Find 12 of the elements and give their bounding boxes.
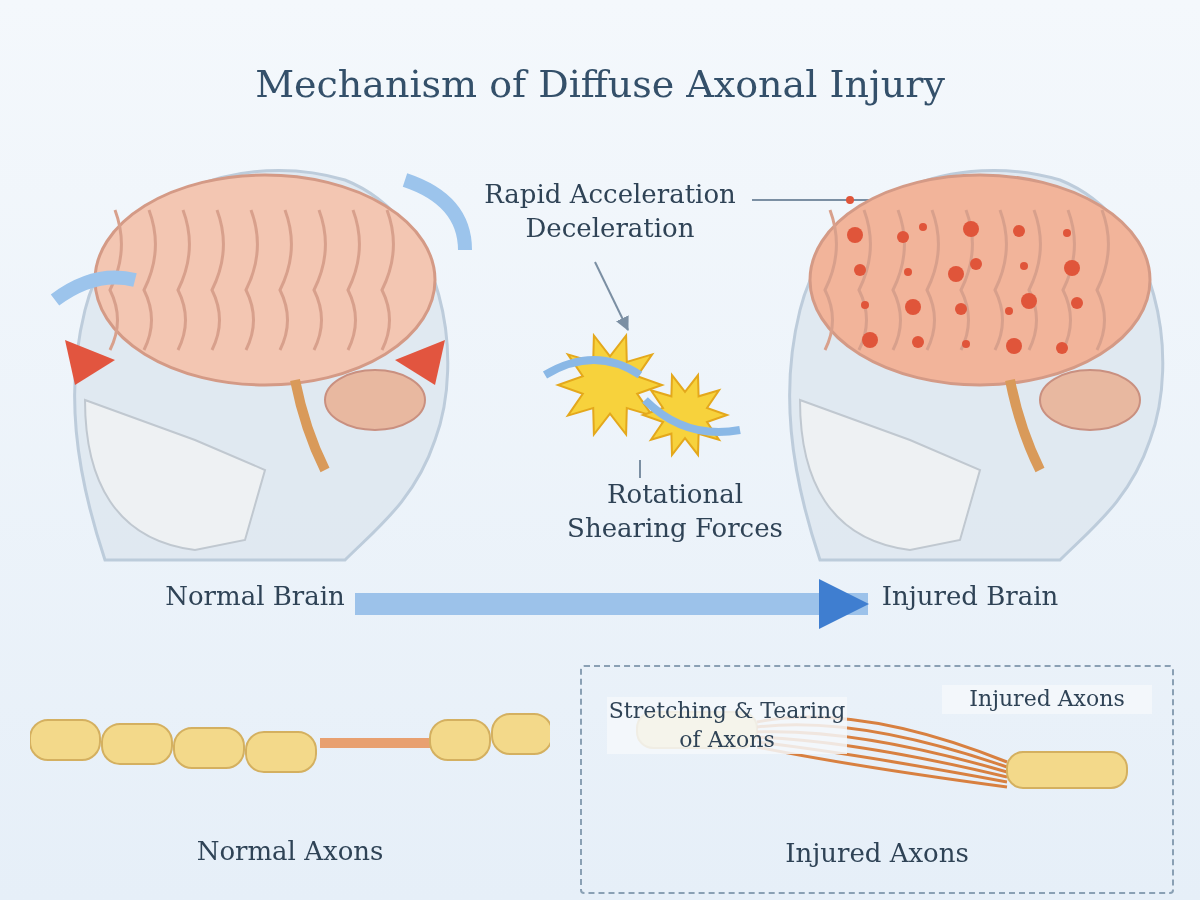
label-text: Stretching & Tearing of Axons [607, 697, 847, 755]
diagram-title: Mechanism of Diffuse Axonal Injury [254, 62, 946, 106]
callout-text: Rotational Shearing Forces [566, 478, 784, 545]
injured-axons-label: Injured Axons [784, 837, 970, 870]
arrow [355, 579, 869, 629]
callout-text: Rapid Acceleration Deceleration [483, 178, 737, 245]
label-text: Injured Axons [942, 685, 1152, 714]
leader-line [639, 459, 641, 479]
arrow [594, 261, 629, 331]
axons-label: Normal Axons [195, 835, 385, 868]
brain-label: Normal Brain [164, 580, 346, 613]
injured-brain-label: Injured Brain [880, 580, 1060, 613]
